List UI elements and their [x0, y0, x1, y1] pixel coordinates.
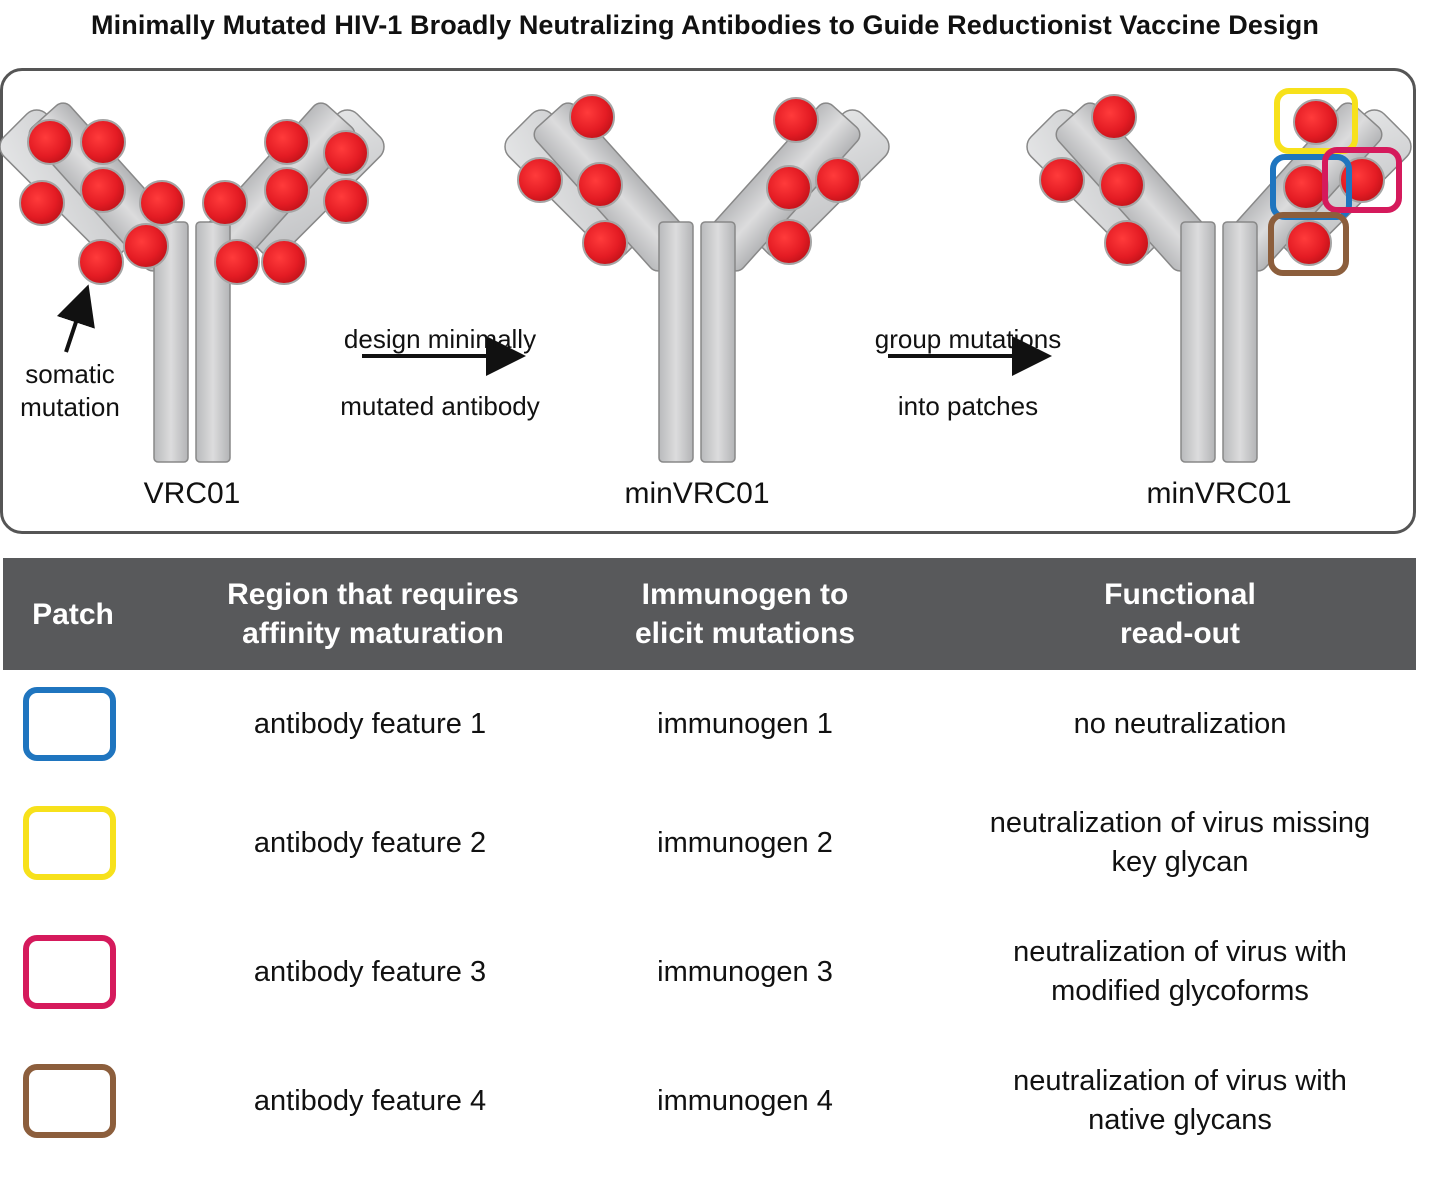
readout-cell: no neutralization	[1073, 707, 1287, 740]
readout-cell: neutralization of virus with native glyc…	[1013, 1065, 1347, 1136]
header-readout: Functional read-out	[1104, 578, 1256, 650]
patch-highlight-boxes	[1268, 88, 1402, 276]
antibody-3-label: minVRC01	[1146, 477, 1292, 510]
mutation-pointer-arrow	[56, 284, 95, 353]
somatic-mutation-label: somatic mutation	[20, 359, 120, 422]
antibody-2-label: minVRC01	[624, 477, 770, 510]
immunogen-cell: immunogen 2	[657, 826, 833, 859]
immunogen-cell: immunogen 3	[657, 955, 833, 988]
header-region: Region that requires affinity maturation	[227, 578, 519, 650]
region-cell: antibody feature 1	[253, 707, 487, 740]
immunogen-cell: immunogen 1	[657, 707, 833, 740]
table-row: antibody feature 1 immunogen 1 no neutra…	[0, 674, 1416, 774]
group-arrow-label: group mutations into patches	[874, 324, 1062, 421]
patch-yellow-swatch	[23, 806, 116, 880]
patch-blue-swatch	[23, 687, 116, 761]
header-immunogen: Immunogen to elicit mutations	[634, 578, 856, 650]
patch-brown-box	[1268, 212, 1349, 276]
region-cell: antibody feature 4	[253, 1084, 487, 1117]
table-row: antibody feature 2 immunogen 2 neutraliz…	[0, 793, 1416, 893]
patch-yellow-box	[1274, 88, 1358, 154]
table-row: antibody feature 3 immunogen 3 neutraliz…	[0, 922, 1416, 1022]
antibody-1-label: VRC01	[143, 477, 241, 510]
table-row: antibody feature 4 immunogen 4 neutraliz…	[0, 1051, 1416, 1151]
readout-cell: neutralization of virus with modified gl…	[1013, 936, 1347, 1007]
header-patch: Patch	[32, 597, 114, 631]
readout-cell: neutralization of virus missing key glyc…	[989, 807, 1371, 878]
antibody-diagram-panel	[0, 68, 1416, 534]
region-cell: antibody feature 2	[253, 826, 487, 859]
patch-pink-box	[1322, 147, 1402, 213]
design-arrow-label: design minimally mutated antibody	[340, 324, 540, 421]
page-title: Minimally Mutated HIV-1 Broadly Neutrali…	[91, 10, 1319, 40]
antibody-diagram-art	[0, 88, 1418, 463]
patch-pink-swatch	[23, 935, 116, 1009]
patch-brown-swatch	[23, 1064, 116, 1138]
immunogen-cell: immunogen 4	[657, 1084, 833, 1117]
table-header: Patch Region that requires affinity matu…	[3, 558, 1416, 670]
region-cell: antibody feature 3	[253, 955, 487, 988]
